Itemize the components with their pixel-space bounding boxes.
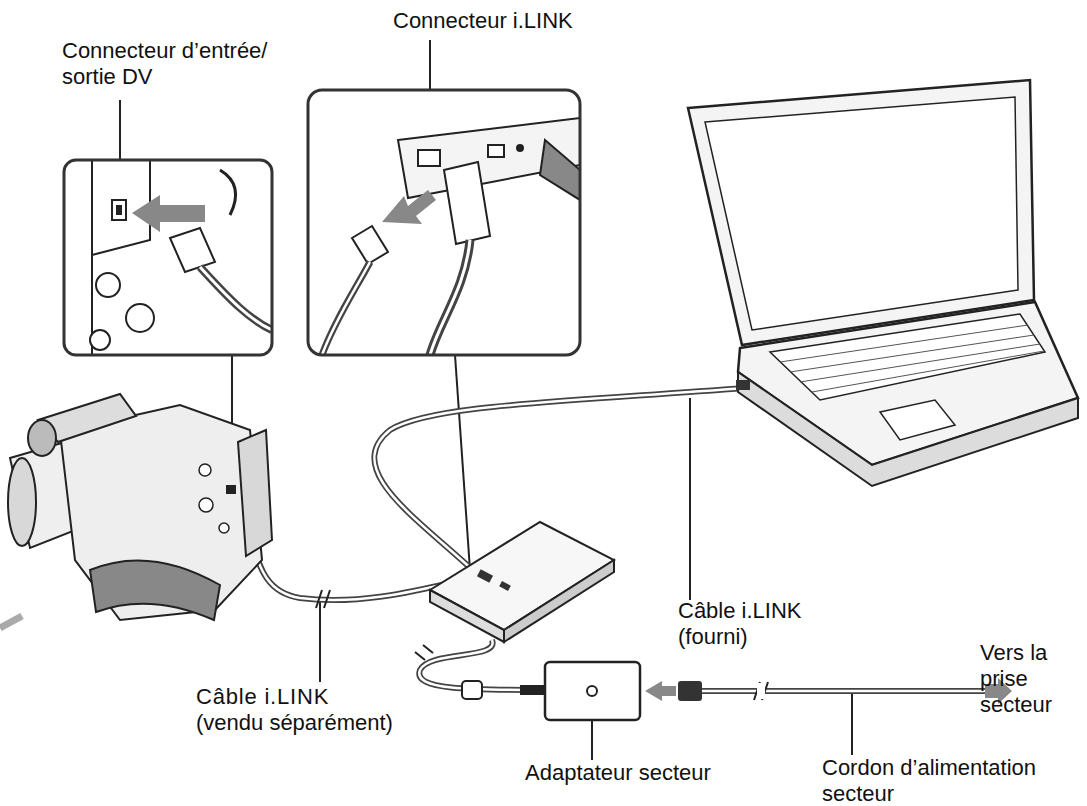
dc-plug: [540, 140, 580, 200]
break-mark: [754, 682, 768, 700]
laptop-screen: [688, 80, 1034, 345]
camcorder-lens: [8, 458, 36, 546]
lcd-panel: [238, 430, 272, 556]
laptop-base: [738, 302, 1078, 465]
laptop-display: [705, 97, 1018, 330]
touchpad: [880, 400, 955, 440]
direction-label: Vers la prise secteur: [980, 640, 1070, 718]
ilink-plug: [352, 226, 388, 264]
power-cord: [702, 688, 1000, 694]
eyepiece: [28, 420, 56, 456]
dv-port: [226, 485, 236, 494]
power-cord: [702, 690, 1000, 693]
dv-port: [116, 205, 122, 215]
keyboard: [770, 314, 1045, 400]
inset-frame: [64, 160, 272, 355]
keyboard-keys: [780, 325, 1044, 392]
cable-label: Câble i.LINK (fourni): [678, 598, 828, 650]
inset-detail: [90, 160, 272, 355]
ilink-plug: [444, 162, 490, 244]
ilink-cable: [200, 267, 272, 330]
cable-label: Câble i.LINK (vendu séparément): [196, 684, 396, 736]
ac-adapter: [545, 662, 640, 720]
dc-plug: [520, 685, 545, 695]
drive-port: [477, 569, 493, 583]
camcorder-body: [60, 405, 262, 620]
ferrite-core: [462, 681, 482, 699]
connector-label: Connecteur d’entrée/ sortie DV: [62, 38, 287, 90]
leader-line: [319, 600, 321, 682]
jack: [90, 330, 110, 350]
laptop-base: [738, 372, 1078, 486]
connector-label: Connecteur i.LINK: [393, 8, 653, 34]
jack: [126, 304, 154, 332]
ilink-cable: [200, 267, 272, 330]
break-gap: [757, 683, 765, 699]
camcorder-button: [199, 464, 211, 476]
insert-arrow: [382, 190, 436, 224]
ilink-cable: [430, 240, 470, 355]
camcorder-button: [199, 498, 213, 512]
inset-frame: [308, 90, 580, 355]
inset-detail: [322, 118, 580, 355]
external-drive: [430, 590, 504, 642]
external-drive: [504, 560, 614, 642]
leader-line: [851, 692, 853, 755]
drive-port: [499, 581, 511, 591]
laptop-port: [736, 380, 750, 390]
camcorder-button: [219, 523, 229, 533]
inset-frame: [64, 160, 272, 355]
ilink-cable: [322, 262, 370, 355]
break-mark: [415, 645, 433, 660]
leader-line: [455, 355, 470, 570]
adapter-mark: [587, 686, 597, 696]
indicator: [516, 144, 524, 152]
ilink-cable: [430, 240, 470, 355]
dv-port: [112, 200, 126, 220]
ilink-cable: [322, 262, 370, 355]
insert-arrow: [132, 195, 205, 232]
hook: [220, 170, 236, 215]
jack: [96, 273, 120, 297]
adapter-label: Adaptateur secteur: [525, 760, 765, 786]
inset-frame: [308, 90, 580, 355]
camcorder-cable: [0, 616, 22, 628]
leader-line: [689, 398, 691, 600]
dv-plug: [170, 228, 215, 272]
break-mark: [316, 590, 330, 608]
power-plug: [678, 681, 702, 701]
ilink-port: [488, 145, 504, 157]
cord-label: Cordon d’alimentation secteur: [822, 755, 1054, 806]
insert-arrow: [645, 681, 676, 701]
ilink-port: [418, 150, 440, 166]
hand-strap: [90, 560, 220, 620]
